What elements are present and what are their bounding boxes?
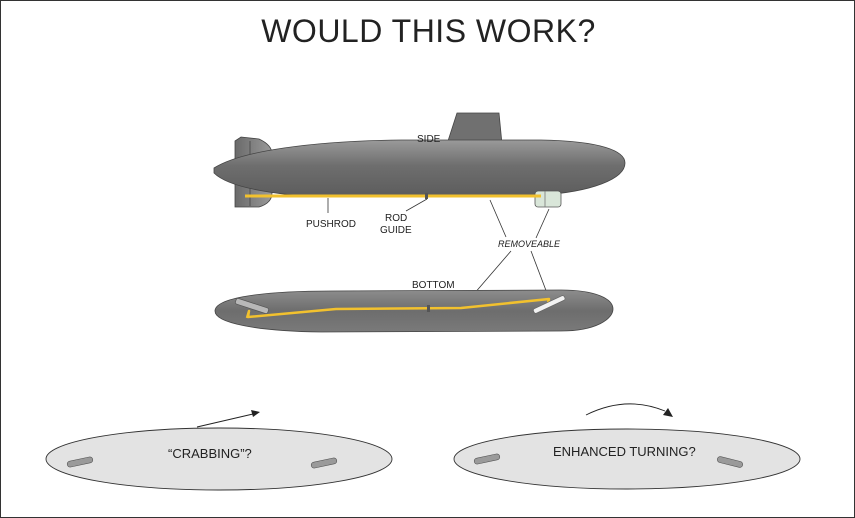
page-title: WOULD THIS WORK? <box>261 13 596 49</box>
crabbing-rear-fin <box>66 456 94 468</box>
bottom-rod-guide <box>427 305 430 312</box>
crabbing-arrow-head <box>251 410 260 417</box>
bottom-view-submarine: BOTTOM <box>214 280 614 333</box>
side-rod-guide <box>425 193 428 199</box>
side-removable-fitting <box>534 190 562 208</box>
pushrod-label: PUSHROD <box>306 219 356 230</box>
side-label: SIDE <box>417 134 441 145</box>
crabbing-label: “CRABBING”? <box>168 446 252 461</box>
bottom-label: BOTTOM <box>412 280 455 291</box>
crabbing-plan: “CRABBING”? <box>45 410 393 491</box>
enhanced-turning-plan: ENHANCED TURNING? <box>453 403 801 490</box>
bottom-front-fin <box>533 295 566 314</box>
turning-arrow-head <box>663 408 673 417</box>
crabbing-front-fin <box>310 457 338 469</box>
rod-guide-label-line1: ROD <box>385 213 407 224</box>
turning-front-fin <box>716 456 744 468</box>
turning-direction-arrow <box>585 403 666 416</box>
crabbing-hull-outline <box>45 427 393 491</box>
side-view-submarine: SIDE <box>213 112 626 213</box>
enhanced-turning-label: ENHANCED TURNING? <box>553 444 696 459</box>
bottom-rear-fin <box>235 298 269 314</box>
removeable-label: REMOVEABLE <box>498 239 561 249</box>
crabbing-direction-arrow <box>196 413 254 428</box>
turning-hull-outline <box>453 428 801 490</box>
bottom-hull <box>214 289 614 333</box>
rod-guide-label-line2: GUIDE <box>380 225 412 236</box>
turning-rear-fin <box>473 453 501 465</box>
side-hull <box>213 139 626 198</box>
bottom-pushrod <box>245 297 551 319</box>
side-sail <box>446 112 503 145</box>
